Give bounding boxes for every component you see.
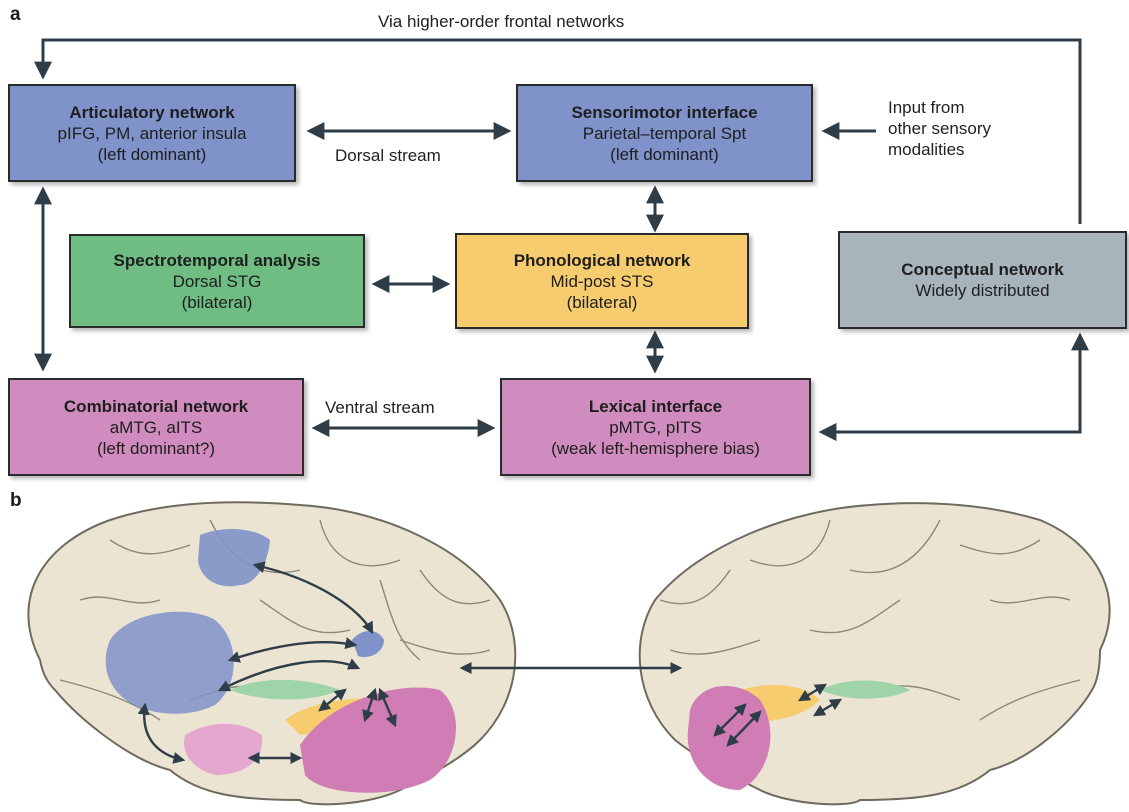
panel-b-letter: b (10, 490, 22, 511)
panel-a-letter: a (10, 4, 21, 25)
box-line: pIFG, PM, anterior insula (57, 123, 247, 143)
right-lexical-region (687, 686, 771, 790)
box-line: (weak left-hemisphere bias) (551, 438, 760, 458)
left-articulatory-region (198, 528, 270, 587)
combinatorial-network-box: Combinatorial network aMTG, aITS (left d… (8, 378, 304, 476)
box-line: Mid-post STS (550, 271, 654, 291)
phonological-network-box: Phonological network Mid-post STS (bilat… (455, 233, 749, 329)
box-line: (left dominant) (97, 144, 207, 164)
sensorimotor-interface-box: Sensorimotor interface Parietal–temporal… (516, 84, 813, 182)
input-label-line3: modalities (888, 140, 965, 159)
box-line: (left dominant) (610, 144, 719, 164)
conceptual-network-box: Conceptual network Widely distributed (838, 231, 1127, 329)
box-line: (left dominant?) (96, 438, 216, 458)
box-title: Phonological network (513, 250, 691, 270)
box-line: aMTG, aITS (109, 417, 203, 437)
left-arrow-4 (137, 702, 186, 764)
box-line: Widely distributed (915, 281, 1050, 300)
input-label-line2: other sensory (888, 119, 991, 138)
box-line: pMTG, pITS (609, 417, 702, 437)
left-sensorimotor-region (352, 631, 384, 658)
left-arrow-3 (217, 658, 361, 692)
left-hemisphere (27, 501, 517, 806)
box-title: Sensorimotor interface (571, 102, 758, 122)
box-title: Conceptual network (901, 260, 1064, 279)
right-arrow-2 (812, 698, 843, 717)
left-lexical-region (300, 687, 457, 793)
box-title: Combinatorial network (63, 396, 249, 416)
articulatory-network-box: Articulatory network pIFG, PM, anterior … (8, 84, 296, 182)
box-line: (bilateral) (181, 292, 253, 312)
box-title: Articulatory network (69, 102, 235, 122)
left-arrow-8 (378, 687, 397, 728)
left-articulatory-region-2 (105, 611, 234, 714)
right-arrow-4 (726, 710, 762, 747)
left-arrow-2 (227, 637, 358, 663)
ventral-stream-label: Ventral stream (325, 398, 435, 417)
spectrotemporal-analysis-box: Spectrotemporal analysis Dorsal STG (bil… (69, 234, 365, 328)
left-arrow-1 (252, 561, 374, 635)
left-arrow-6 (318, 688, 347, 712)
left-combinatorial-region (184, 723, 263, 775)
feedback-arrow (34, 38, 1082, 224)
right-spectrotemporal-region (820, 680, 910, 699)
right-hemisphere (459, 502, 1111, 806)
box-line: Parietal–temporal Spt (582, 123, 747, 143)
left-arrow-7 (362, 687, 378, 723)
box-title: Lexical interface (588, 396, 723, 416)
right-arrow-1 (797, 683, 828, 702)
input-label-line1: Input from (888, 98, 965, 117)
lexical-interface-box: Lexical interface pMTG, pITS (weak left-… (500, 378, 811, 476)
box-line: (bilateral) (566, 292, 638, 312)
box-title: Spectrotemporal analysis (113, 250, 321, 270)
feedback-label: Via higher-order frontal networks (378, 12, 625, 31)
box-line: Dorsal STG (172, 271, 262, 291)
lexical-conceptual-arrow (818, 332, 1089, 441)
input-label: Input from other sensory modalities (888, 97, 991, 160)
dorsal-stream-label: Dorsal stream (335, 146, 441, 165)
